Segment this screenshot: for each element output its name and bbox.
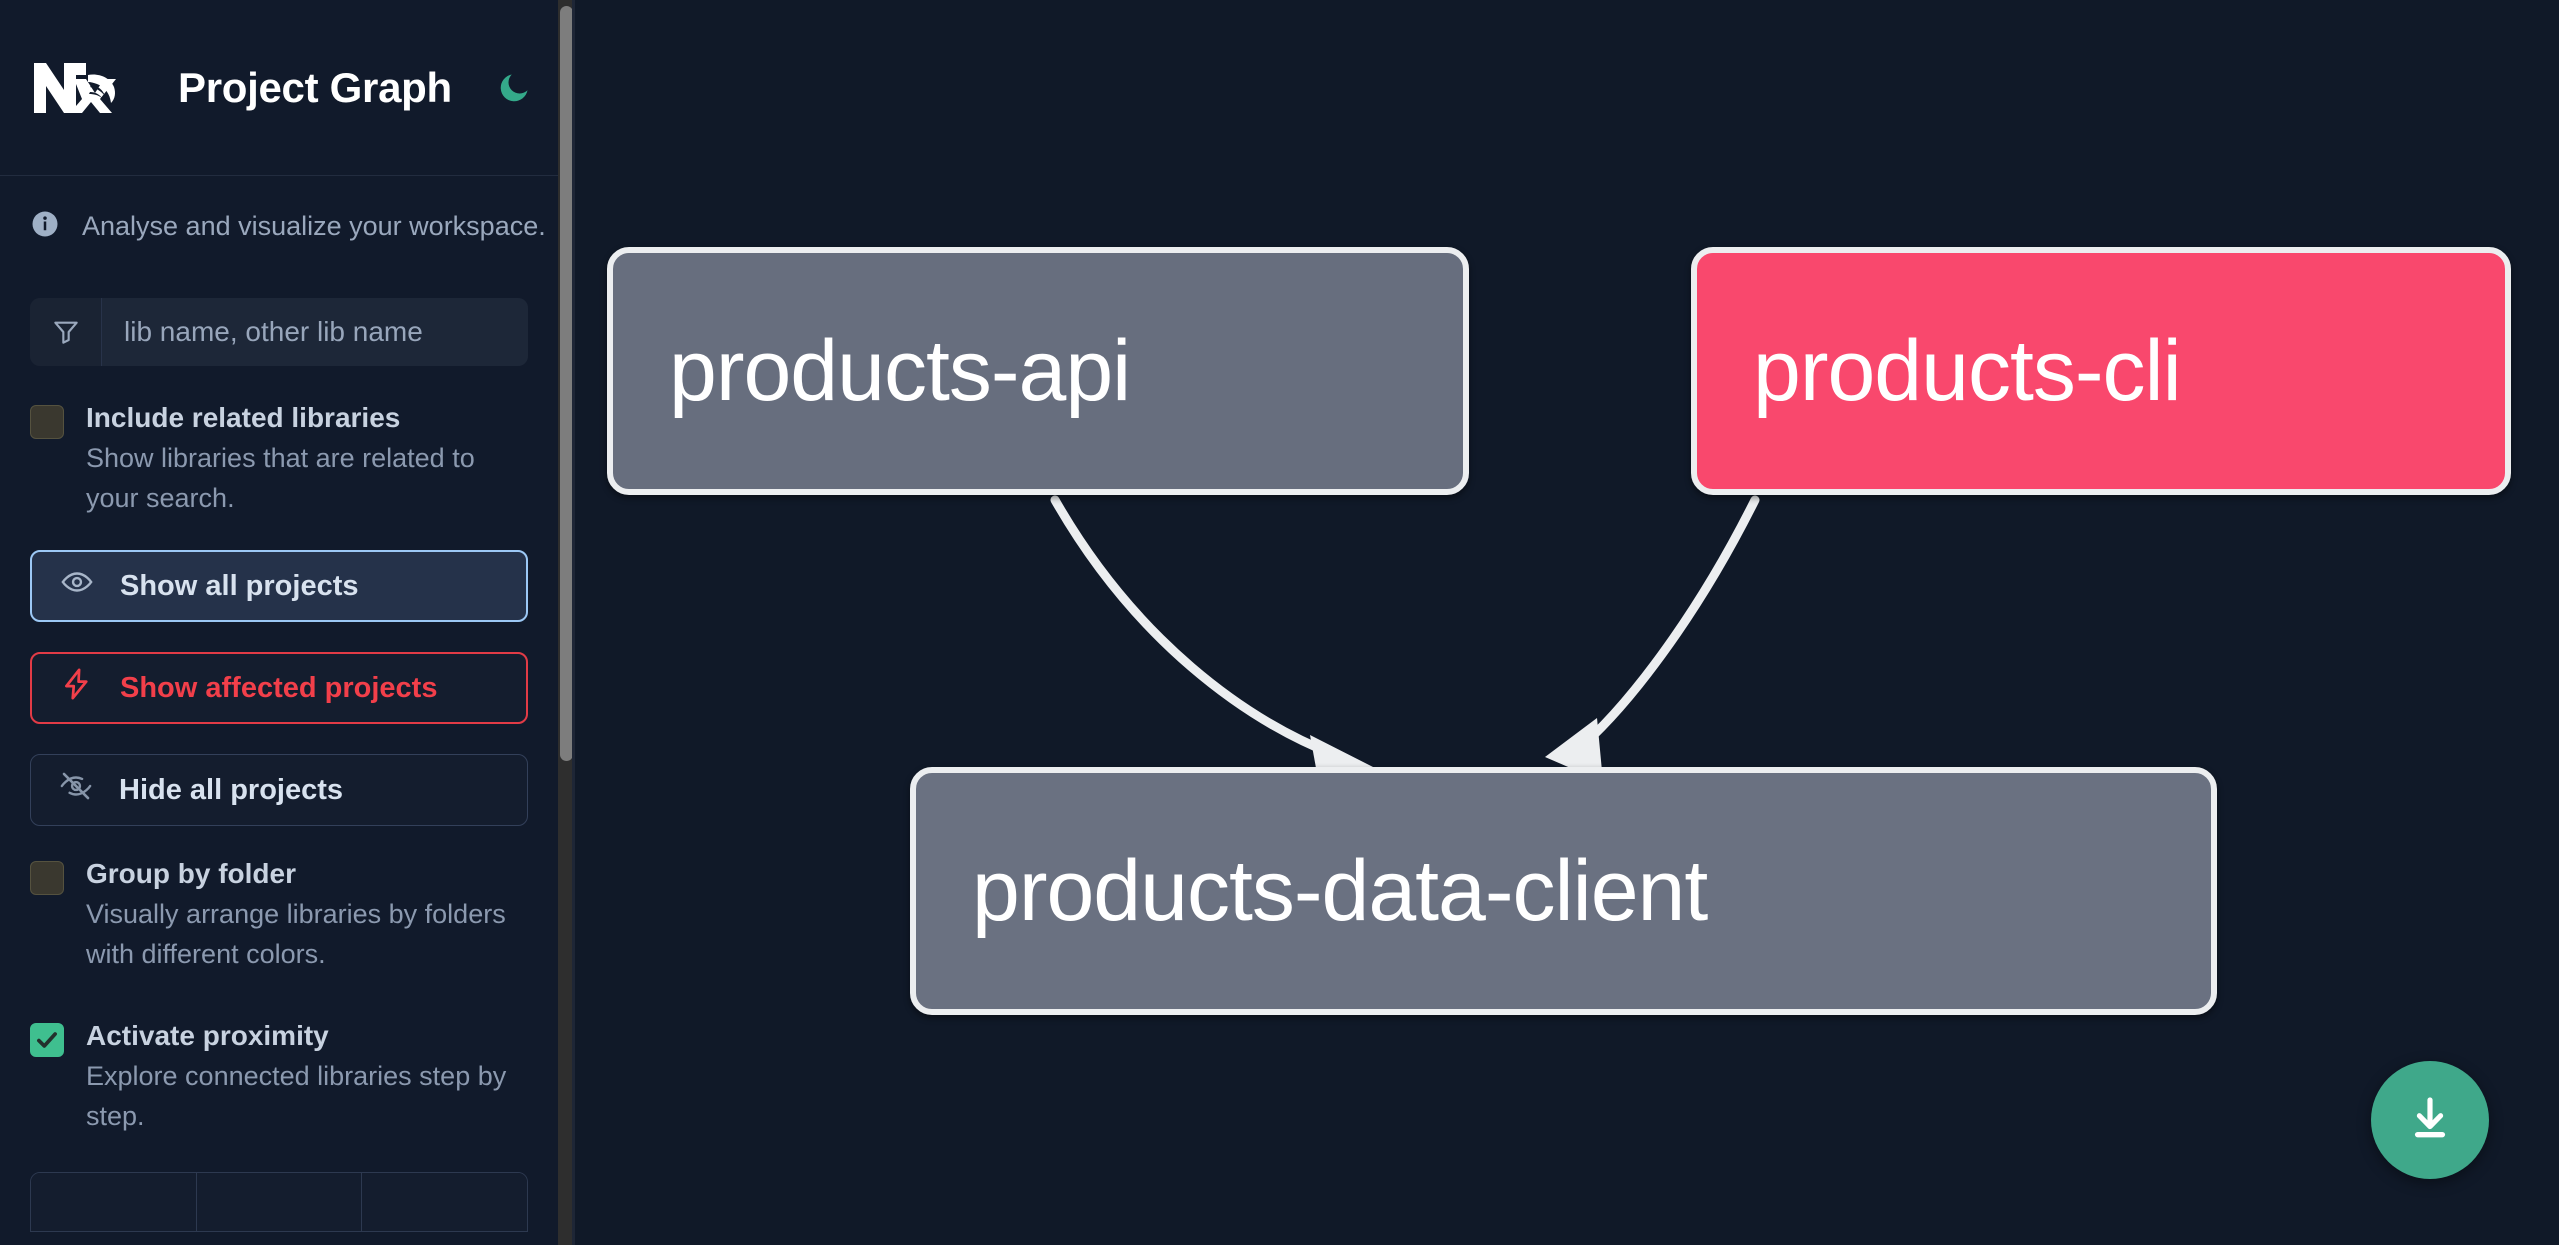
include-related-libraries-label: Include related libraries — [86, 402, 401, 433]
include-related-libraries-description: Show libraries that are related to your … — [86, 443, 475, 513]
sidebar-tagline: Analyse and visualize your workspace. — [0, 176, 558, 276]
checkbox-row-include-related-libraries[interactable]: Include related libraries Show libraries… — [30, 400, 528, 518]
sidebar-divider — [572, 0, 575, 1245]
download-icon — [2403, 1091, 2457, 1150]
show-all-projects-label: Show all projects — [120, 569, 359, 602]
graph-node-products-cli-label: products-cli — [1753, 322, 2182, 419]
sidebar-tagline-text: Analyse and visualize your workspace. — [82, 210, 546, 241]
sidebar-scroll-region: Project Graph Analyse and visualize yo — [0, 0, 558, 1245]
hide-all-projects-button[interactable]: Hide all projects — [30, 754, 528, 826]
proximity-step-option-3[interactable] — [362, 1173, 527, 1231]
download-graph-button[interactable] — [2371, 1061, 2489, 1179]
graph-node-products-api[interactable]: products-api — [607, 247, 1469, 495]
proximity-step-option-1[interactable] — [31, 1173, 197, 1231]
proximity-step-option-2[interactable] — [196, 1173, 363, 1231]
page-title: Project Graph — [178, 63, 452, 111]
filter-funnel-icon — [30, 298, 102, 366]
edge-arrowhead-products-cli — [1545, 718, 1603, 782]
sidebar: Project Graph Analyse and visualize yo — [0, 0, 575, 1245]
sidebar-header: Project Graph — [0, 0, 558, 176]
eye-icon — [60, 565, 94, 607]
group-by-folder-checkbox[interactable] — [30, 861, 64, 895]
graph-node-products-data-client[interactable]: products-data-client — [910, 767, 2217, 1015]
hide-all-projects-label: Hide all projects — [119, 773, 344, 806]
sidebar-body: Include related libraries Show libraries… — [0, 276, 558, 1136]
include-related-libraries-checkbox[interactable] — [30, 405, 64, 439]
show-affected-projects-button[interactable]: Show affected projects — [30, 652, 528, 724]
group-by-folder-description: Visually arrange libraries by folders wi… — [86, 899, 506, 969]
graph-node-products-api-label: products-api — [669, 322, 1131, 419]
activate-proximity-description: Explore connected libraries step by step… — [86, 1061, 507, 1131]
info-icon — [30, 209, 60, 244]
edge-products-api-to-products-data-client — [1050, 495, 1340, 760]
search-input[interactable] — [102, 298, 528, 366]
graph-canvas[interactable]: products-api products-cli products-data-… — [575, 0, 2559, 1245]
show-all-projects-button[interactable]: Show all projects — [30, 550, 528, 622]
eye-off-icon — [59, 769, 93, 811]
sidebar-scrollbar-thumb[interactable] — [560, 6, 573, 761]
group-by-folder-label: Group by folder — [86, 858, 296, 889]
project-visibility-buttons: Show all projects Show affected projects — [30, 550, 528, 826]
checkbox-row-group-by-folder[interactable]: Group by folder Visually arrange librari… — [30, 856, 528, 974]
nx-logo-icon — [30, 59, 126, 117]
checkbox-row-activate-proximity[interactable]: Activate proximity Explore connected lib… — [30, 1018, 528, 1136]
sidebar-scrollbar-track[interactable] — [558, 0, 575, 1245]
graph-node-products-cli[interactable]: products-cli — [1691, 247, 2511, 495]
search-box[interactable] — [30, 298, 528, 366]
lightning-bolt-icon — [60, 667, 94, 709]
edge-products-cli-to-products-data-client — [1570, 495, 1760, 757]
proximity-step-control[interactable] — [30, 1172, 528, 1232]
activate-proximity-label: Activate proximity — [86, 1020, 329, 1051]
activate-proximity-checkbox[interactable] — [30, 1023, 64, 1057]
moon-icon[interactable] — [492, 66, 536, 110]
graph-node-products-data-client-label: products-data-client — [972, 842, 1708, 939]
graph-edges — [1050, 495, 1760, 790]
show-affected-projects-label: Show affected projects — [120, 671, 438, 704]
